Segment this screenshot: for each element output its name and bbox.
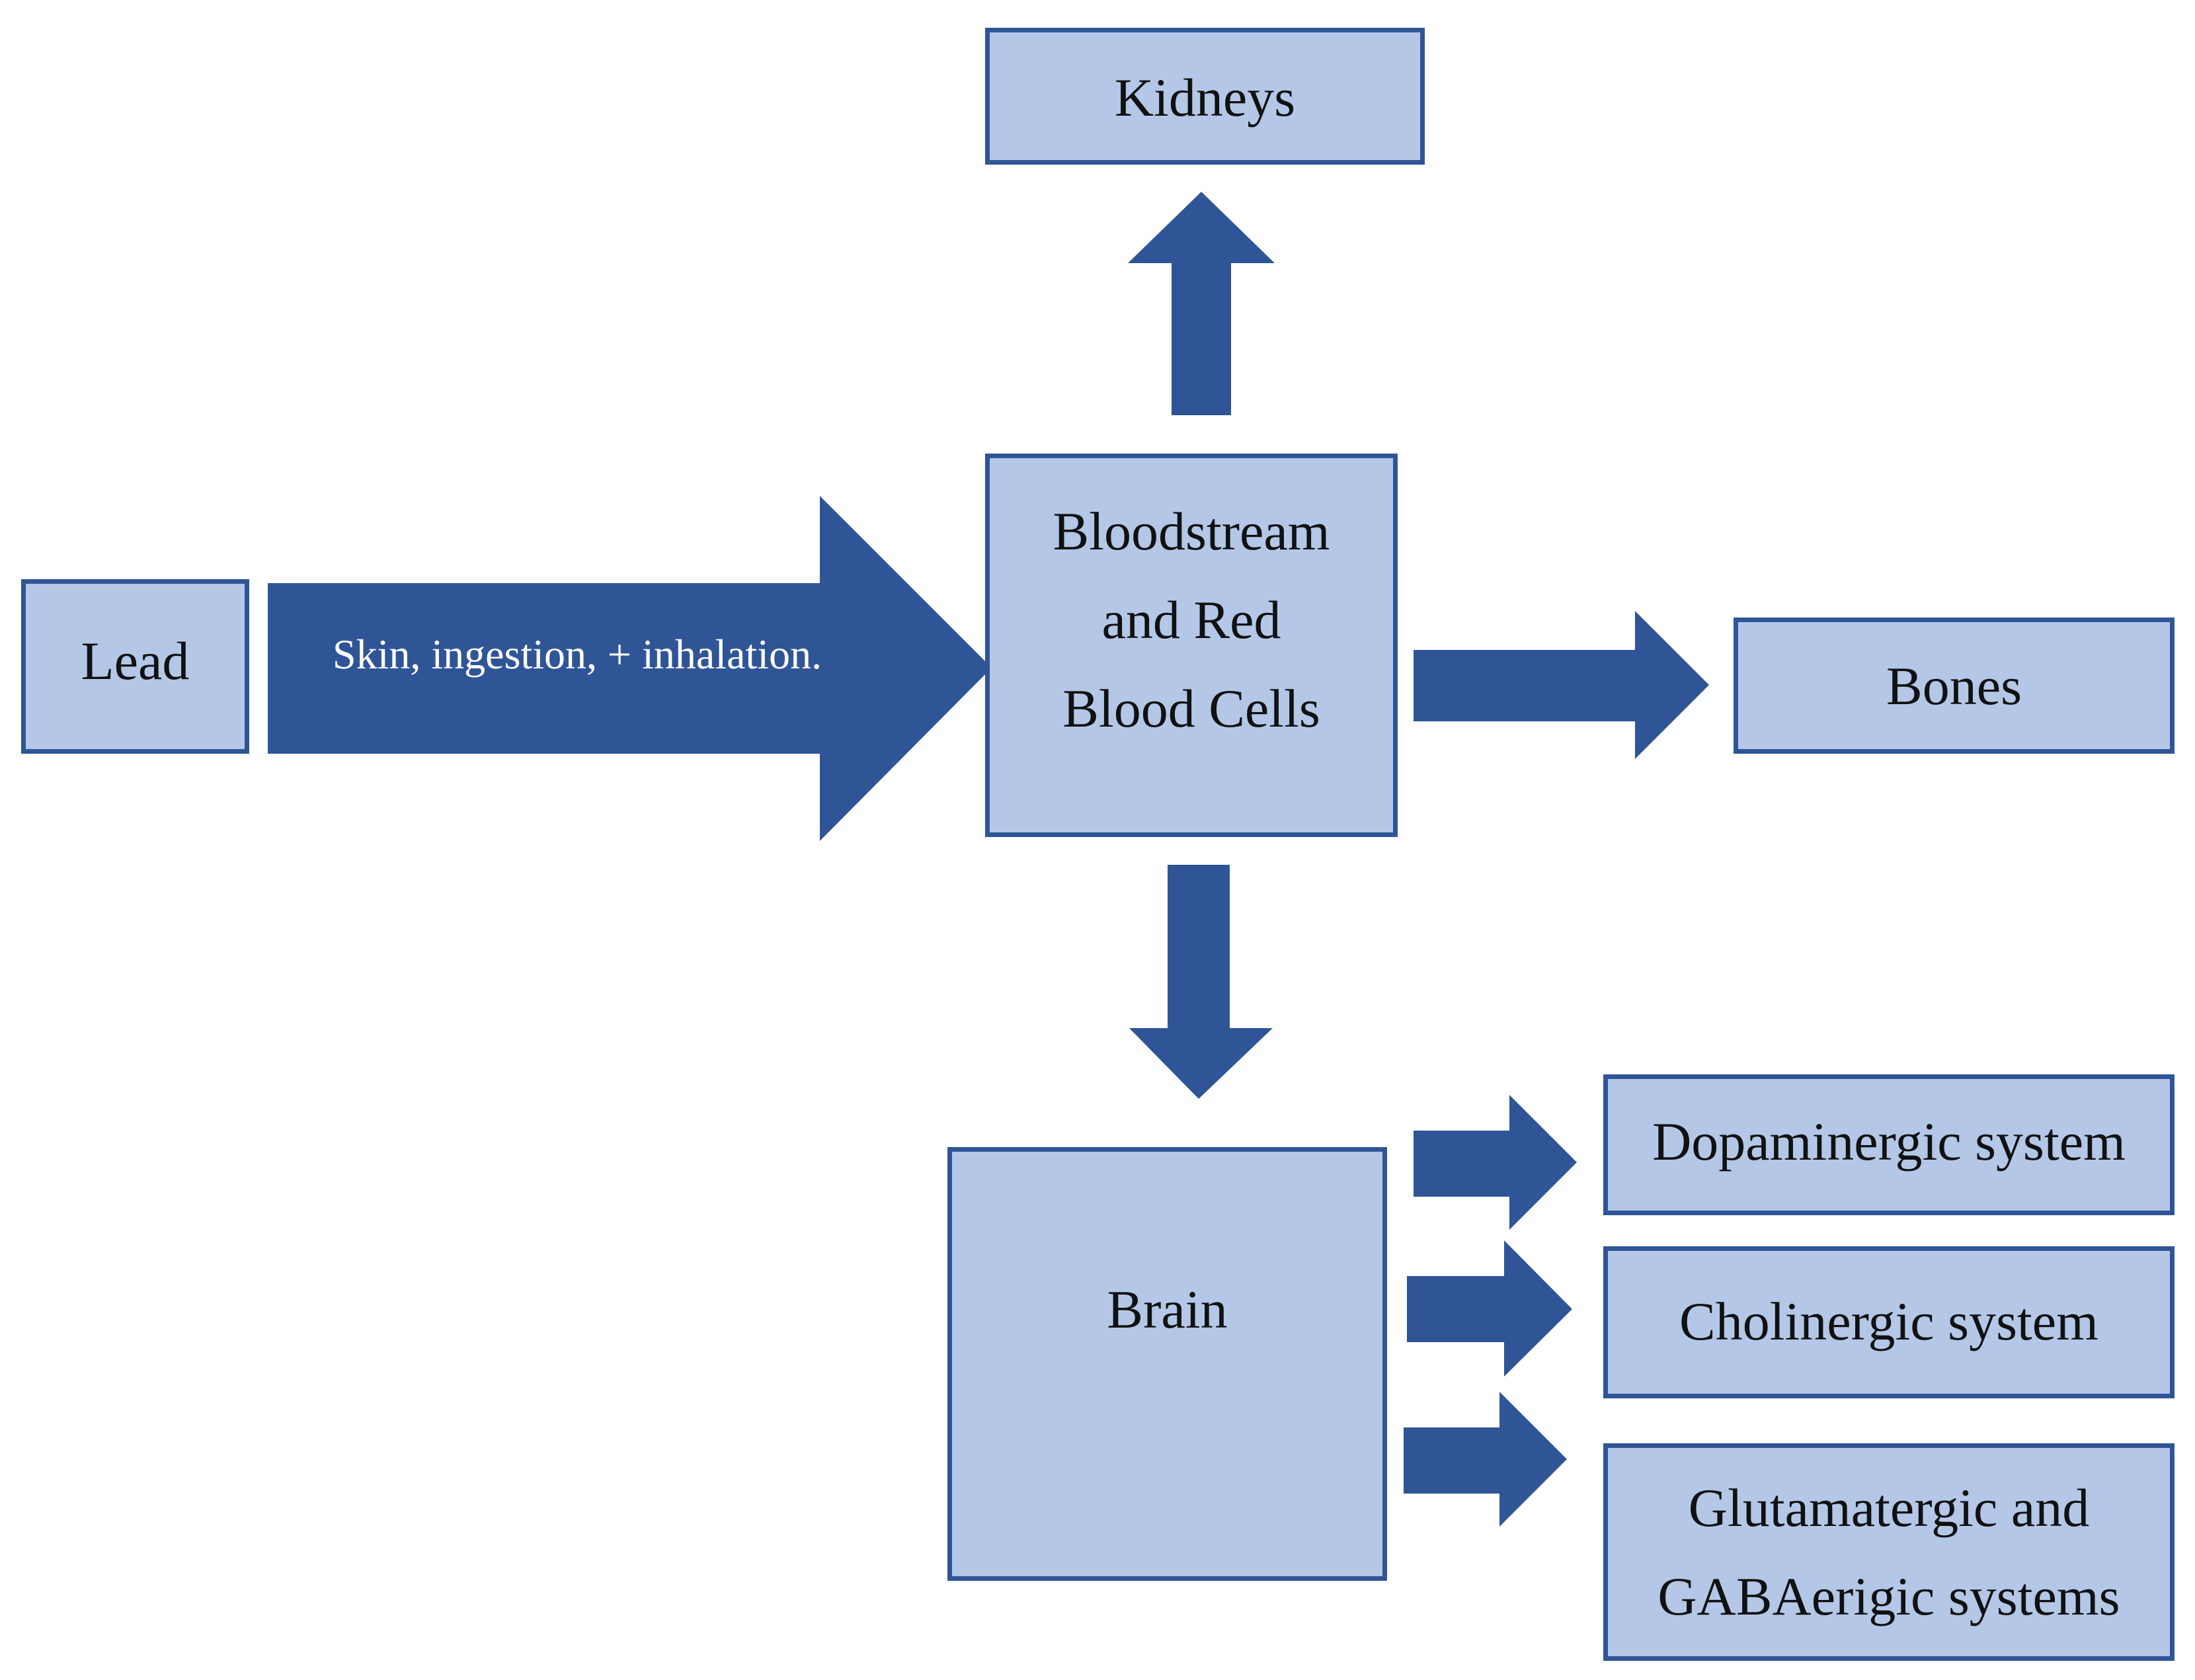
- node-brain-label: Brain: [1107, 1279, 1228, 1340]
- node-lead-label: Lead: [81, 631, 190, 691]
- node-dopaminergic-label: Dopaminergic system: [1652, 1111, 2126, 1172]
- edge-label-exposure-routes: Skin, ingestion, + inhalation.: [333, 631, 822, 678]
- arrow-bloodstream-to-kidneys: [1128, 192, 1275, 415]
- node-glutamatergic-line-2: GABAerigic systems: [1657, 1566, 2120, 1626]
- node-glutamatergic: Glutamatergic and GABAerigic systems: [1603, 1443, 2175, 1661]
- node-brain: Brain: [947, 1147, 1387, 1581]
- node-bloodstream-line-3: Blood Cells: [1062, 678, 1320, 739]
- arrow-bloodstream-to-bones: [1414, 611, 1709, 759]
- node-lead: Lead: [21, 579, 249, 754]
- node-bloodstream: Bloodstream and Red Blood Cells: [985, 454, 1398, 837]
- node-bones: Bones: [1734, 618, 2175, 754]
- arrow-brain-to-dopaminergic: [1414, 1095, 1577, 1230]
- arrow-lead-to-bloodstream: [268, 496, 992, 841]
- arrow-bloodstream-to-brain: [1129, 865, 1273, 1099]
- node-cholinergic: Cholinergic system: [1603, 1246, 2175, 1398]
- node-cholinergic-label: Cholinergic system: [1679, 1291, 2098, 1351]
- node-bloodstream-line-1: Bloodstream: [1053, 501, 1330, 561]
- arrow-brain-to-cholinergic: [1407, 1240, 1572, 1377]
- node-kidneys-label: Kidneys: [1114, 67, 1296, 128]
- node-glutamatergic-line-1: Glutamatergic and: [1688, 1478, 2090, 1538]
- node-kidneys: Kidneys: [985, 28, 1425, 165]
- node-dopaminergic: Dopaminergic system: [1603, 1074, 2175, 1215]
- arrow-brain-to-glutamatergic: [1404, 1392, 1567, 1527]
- node-bloodstream-line-2: and Red: [1101, 590, 1281, 650]
- node-bones-label: Bones: [1886, 656, 2022, 716]
